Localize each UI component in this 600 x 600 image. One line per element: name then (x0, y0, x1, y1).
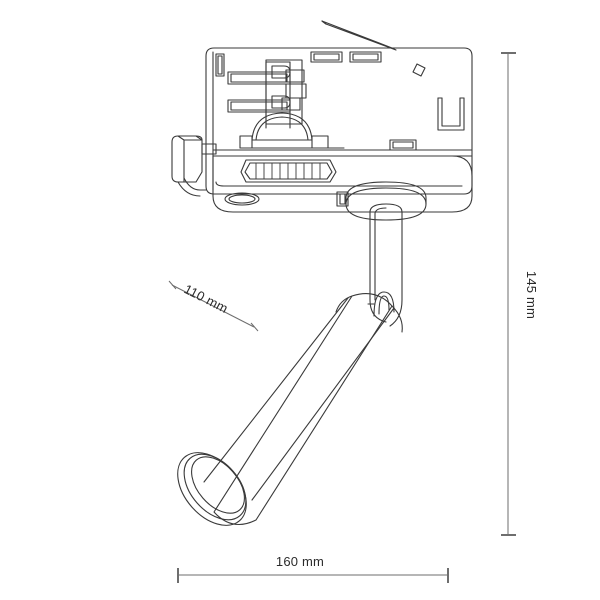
adapter-slot-right-inner (352, 53, 379, 61)
lens-ring-inner (191, 456, 245, 514)
dimension-total-width (177, 568, 449, 583)
mounting-screw-hole-inner (228, 194, 256, 204)
pivot-joint-tab (373, 291, 395, 317)
spotlight-head-cylinder (213, 293, 393, 526)
dim-110-line (171, 284, 255, 328)
contact-knuckle-lower (271, 95, 291, 109)
dimension-label-110mm: 110 mm (182, 281, 231, 316)
head-cylinder-back-arc (391, 305, 403, 333)
side-connector-foot-2 (177, 181, 201, 197)
head-cylinder-edge-lower (251, 307, 395, 501)
dimension-label-160mm: 160 mm (276, 554, 324, 569)
side-connector-foot (183, 177, 207, 191)
base-disc-latch (336, 191, 349, 207)
adapter-lever-flap-edge (321, 20, 327, 25)
adapter-diamond-marker (412, 63, 426, 77)
adapter-mid-tab-inner (392, 141, 414, 149)
mount-body-lower-line (215, 181, 463, 187)
track-adapter-body (205, 47, 473, 195)
side-connector-top-face (177, 135, 203, 141)
contact-bar-lower-inner (230, 101, 288, 111)
ribbed-grip-ribs (255, 162, 321, 180)
side-connector-tab (201, 143, 217, 155)
contact-knuckle (271, 65, 291, 79)
dimension-total-height (501, 52, 516, 536)
contact-center-tab-c (281, 97, 301, 111)
adapter-u-bracket (437, 97, 465, 131)
adapter-slot-left (310, 51, 343, 63)
mounting-screw-hole (224, 192, 260, 206)
contact-center-tab-b (285, 83, 307, 99)
adapter-mid-tab (389, 139, 417, 151)
head-cylinder-shoulder (335, 295, 353, 313)
dimension-head-length (168, 280, 259, 332)
base-disc-latch-inner (339, 193, 346, 205)
product-line-art (171, 20, 473, 526)
dim-110-tick-end (250, 322, 259, 332)
mount-body (212, 155, 473, 213)
contact-support-shelf (239, 135, 253, 149)
head-cylinder-edge-upper (203, 297, 349, 483)
dimension-label-145mm: 145 mm (524, 271, 539, 319)
adapter-slot-left-inner (313, 53, 340, 61)
adapter-lever-flap (321, 20, 397, 51)
vertical-stem (369, 203, 403, 301)
lens-aperture-rings (177, 452, 247, 526)
contact-support-shelf-right (311, 135, 329, 149)
ribbed-grip-panel-inner (244, 162, 333, 180)
adapter-slot-right (349, 51, 382, 63)
adapter-notch-left-inner (217, 55, 223, 75)
dim-110-tick-start (168, 280, 177, 290)
contact-rocker-inner (255, 116, 309, 141)
lens-ring-middle (183, 453, 247, 521)
contact-rocker (251, 112, 313, 141)
vertical-stem-inner-left (374, 207, 387, 301)
adapter-u-bracket-inner (441, 97, 461, 127)
side-connector-box (171, 135, 203, 183)
adapter-notch-left (215, 53, 225, 77)
vertical-stem-bottom-right (389, 299, 403, 327)
stem-base-disc-top (345, 181, 427, 199)
dimension-annotations (168, 52, 516, 583)
ribbed-grip-panel (240, 159, 337, 183)
